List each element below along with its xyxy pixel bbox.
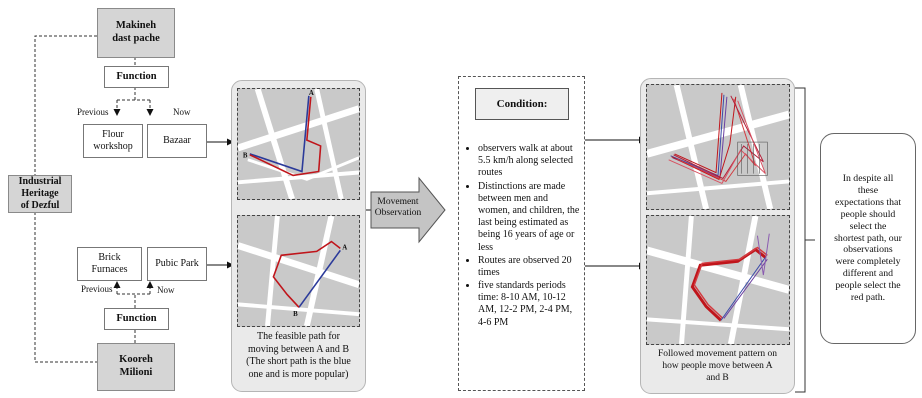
condition-item: Distinctions are made between men and wo… xyxy=(478,181,580,254)
map-bottom-feasible: A B xyxy=(237,215,360,327)
conclusion-box: In despite all these expectations that p… xyxy=(820,133,916,344)
condition-box: Condition: observers walk at about 5.5 k… xyxy=(458,76,585,391)
observed-paths xyxy=(690,233,770,322)
previous-label-bottom: Previous xyxy=(81,284,113,294)
map-label-b: B xyxy=(293,311,298,318)
map-label-a: A xyxy=(309,90,314,97)
function-box-top: Function xyxy=(104,66,169,88)
function-box-bottom: Function xyxy=(104,308,169,330)
condition-item: observers walk at about 5.5 km/h along s… xyxy=(478,143,580,180)
hatched-block xyxy=(737,141,768,176)
condition-item: five standards periods time: 8-10 AM, 10… xyxy=(478,280,580,329)
site-box-kooreh: Kooreh Milioni xyxy=(97,343,175,391)
condition-list: observers walk at about 5.5 km/h along s… xyxy=(465,143,580,330)
movement-observation-label: Movement Observation xyxy=(374,197,422,219)
industrial-heritage-box: Industrial Heritage of Dezful xyxy=(8,175,72,213)
map-label-b: B xyxy=(243,153,248,160)
condition-item: Routes are observed 20 times xyxy=(478,255,580,279)
movement-arrow-shape xyxy=(370,176,446,244)
short-path-blue xyxy=(249,95,310,173)
now-label-top: Now xyxy=(173,107,191,117)
map-top-movement xyxy=(646,84,790,210)
public-park-box: Pubic Park xyxy=(147,247,207,281)
short-path-blue xyxy=(298,249,341,308)
site-box-makineh: Makineh dast pache xyxy=(97,8,175,58)
previous-label-top: Previous xyxy=(77,107,109,117)
brick-furnaces-box: Brick Furnaces xyxy=(77,247,142,281)
flour-workshop-box: Flour workshop xyxy=(83,124,143,158)
now-label-bottom: Now xyxy=(157,285,175,295)
map-top-feasible: B A xyxy=(237,88,360,200)
bazaar-box: Bazaar xyxy=(147,124,207,158)
popular-path-red xyxy=(272,240,341,308)
map-bottom-movement xyxy=(646,215,790,345)
popular-path-red xyxy=(249,96,322,177)
movement-pattern-caption: Followed movement pattern on how people … xyxy=(658,349,777,383)
observed-paths xyxy=(668,92,766,185)
map-label-a: A xyxy=(342,244,347,251)
feasible-path-caption: The feasible path for moving between A a… xyxy=(246,331,351,380)
condition-title: Condition: xyxy=(475,88,569,120)
